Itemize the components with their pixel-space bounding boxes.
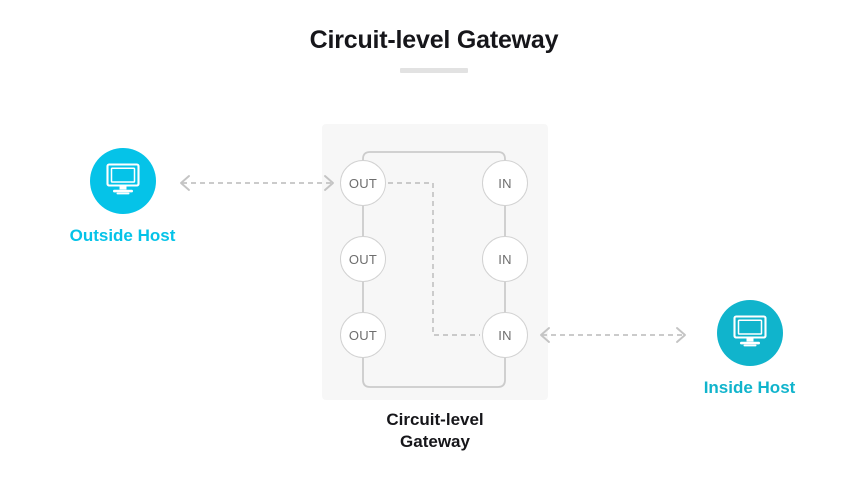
page-title: Circuit-level Gateway xyxy=(309,26,559,54)
in-node-1[interactable]: IN xyxy=(482,160,528,206)
outside-host-connector xyxy=(180,175,334,191)
inside-host-connector xyxy=(540,327,686,343)
track-top xyxy=(362,151,506,183)
outside-host-label: Outside Host xyxy=(69,226,176,245)
gateway-caption-line-2: Gateway xyxy=(400,432,470,452)
title-underline xyxy=(400,68,468,73)
out-node-1[interactable]: OUT xyxy=(340,160,386,206)
gateway-caption-line-1: Circuit-level xyxy=(386,410,484,429)
internal-circuit-path xyxy=(388,182,480,336)
track-bottom xyxy=(362,357,506,388)
inside-host-label: Inside Host xyxy=(703,378,796,397)
gateway-caption: Circuit-level Gateway xyxy=(335,409,535,453)
arrowhead-right xyxy=(324,175,334,191)
in-node-2[interactable]: IN xyxy=(482,236,528,282)
out-node-3[interactable]: OUT xyxy=(340,312,386,358)
arrowhead-left xyxy=(540,327,550,343)
arrowhead-left xyxy=(180,175,190,191)
inside-host-circle xyxy=(716,300,783,366)
arrowhead-right xyxy=(676,327,686,343)
outside-host: Outside Host xyxy=(56,148,189,246)
desktop-monitor-icon xyxy=(103,161,143,202)
out-node-2[interactable]: OUT xyxy=(340,236,386,282)
in-node-3[interactable]: IN xyxy=(482,312,528,358)
outside-host-circle xyxy=(89,148,156,214)
desktop-monitor-icon xyxy=(730,313,770,354)
inside-host: Inside Host xyxy=(683,300,816,398)
